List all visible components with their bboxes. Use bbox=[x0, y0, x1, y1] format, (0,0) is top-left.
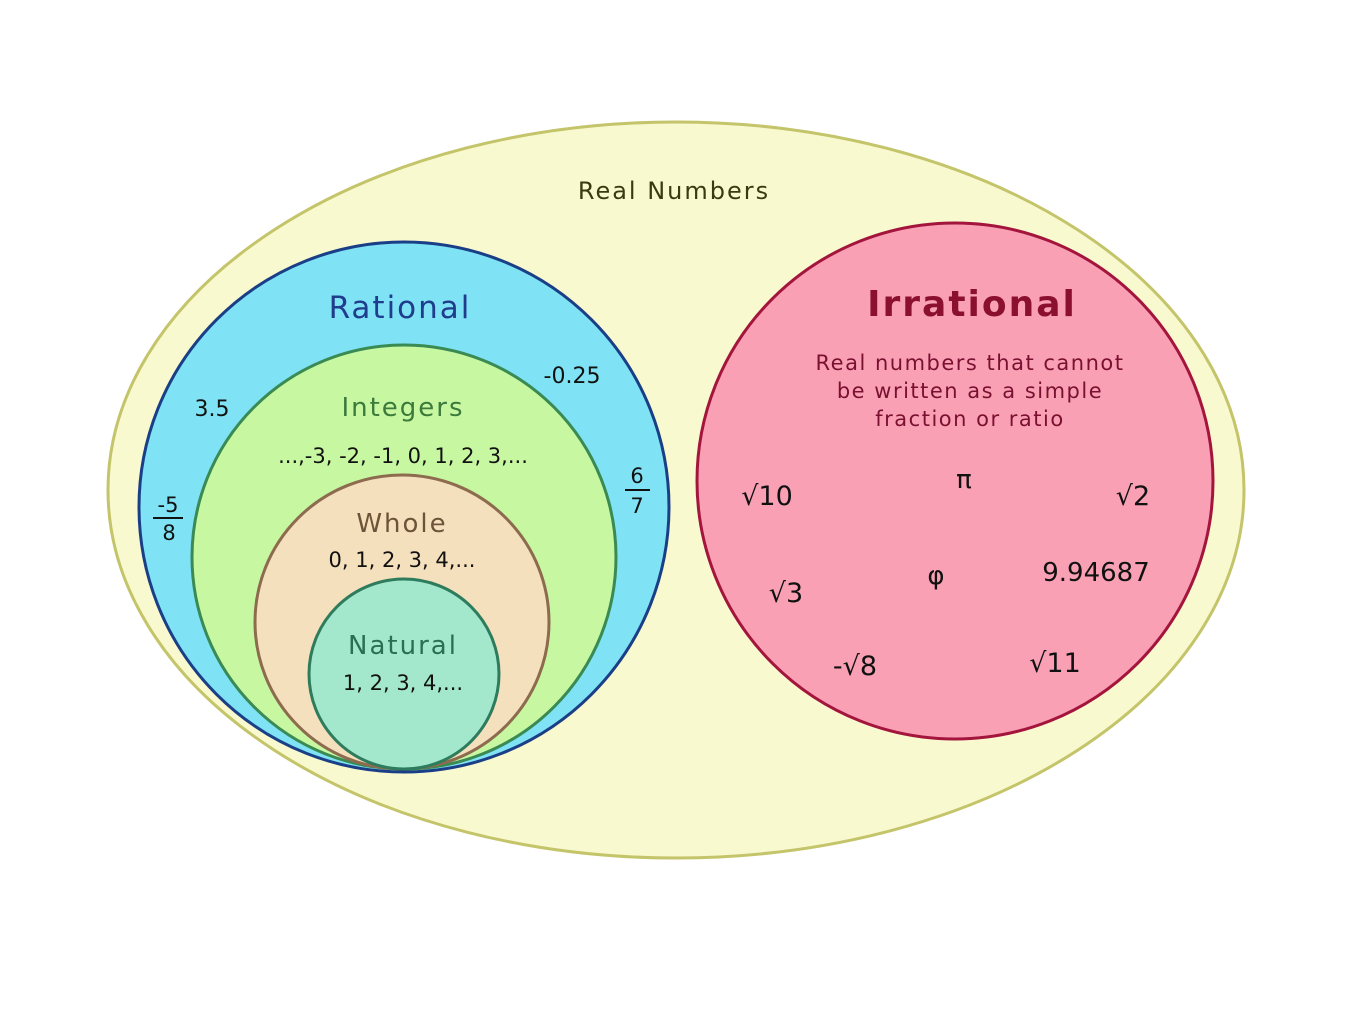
whole-values: 0, 1, 2, 3, 4,... bbox=[329, 548, 476, 572]
irrational-description-line: be written as a simple bbox=[837, 379, 1103, 403]
integers-values: ...,-3, -2, -1, 0, 1, 2, 3,... bbox=[278, 444, 528, 468]
fraction-denominator: 7 bbox=[630, 494, 643, 518]
irrational-example-sqrt-10: √10 bbox=[741, 481, 793, 512]
irrational-example-negative-sqrt-8: -√8 bbox=[833, 651, 877, 682]
irrational-example-decimal: 9.94687 bbox=[1042, 558, 1150, 588]
irrational-title: Irrational bbox=[867, 284, 1077, 325]
fraction-numerator: -5 bbox=[158, 493, 179, 517]
irrational-example-sqrt-11: √11 bbox=[1029, 648, 1081, 679]
natural-title: Natural bbox=[348, 631, 458, 661]
irrational-example-pi: π bbox=[956, 465, 972, 495]
fraction-denominator: 8 bbox=[162, 521, 175, 545]
rational-title: Rational bbox=[329, 290, 472, 326]
rational-example-3.5: 3.5 bbox=[195, 397, 230, 422]
real-numbers-title: Real Numbers bbox=[578, 177, 770, 205]
irrational-example-phi: φ bbox=[927, 561, 944, 591]
natural-set bbox=[307, 577, 501, 771]
irrational-description-line: fraction or ratio bbox=[875, 407, 1064, 431]
whole-title: Whole bbox=[356, 509, 447, 539]
irrational-description-line: Real numbers that cannot bbox=[816, 351, 1125, 375]
rational-fraction-negative-5-over-8: -5 8 bbox=[153, 493, 183, 545]
irrational-set bbox=[695, 221, 1215, 741]
irrational-example-sqrt-2: √2 bbox=[1116, 481, 1150, 512]
natural-values: 1, 2, 3, 4,... bbox=[343, 671, 463, 695]
fraction-numerator: 6 bbox=[630, 464, 643, 488]
integers-title: Integers bbox=[341, 393, 464, 423]
rational-example-negative-0.25: -0.25 bbox=[544, 364, 601, 389]
rational-fraction-6-over-7: 6 7 bbox=[625, 464, 650, 518]
irrational-example-sqrt-3: √3 bbox=[769, 578, 803, 609]
